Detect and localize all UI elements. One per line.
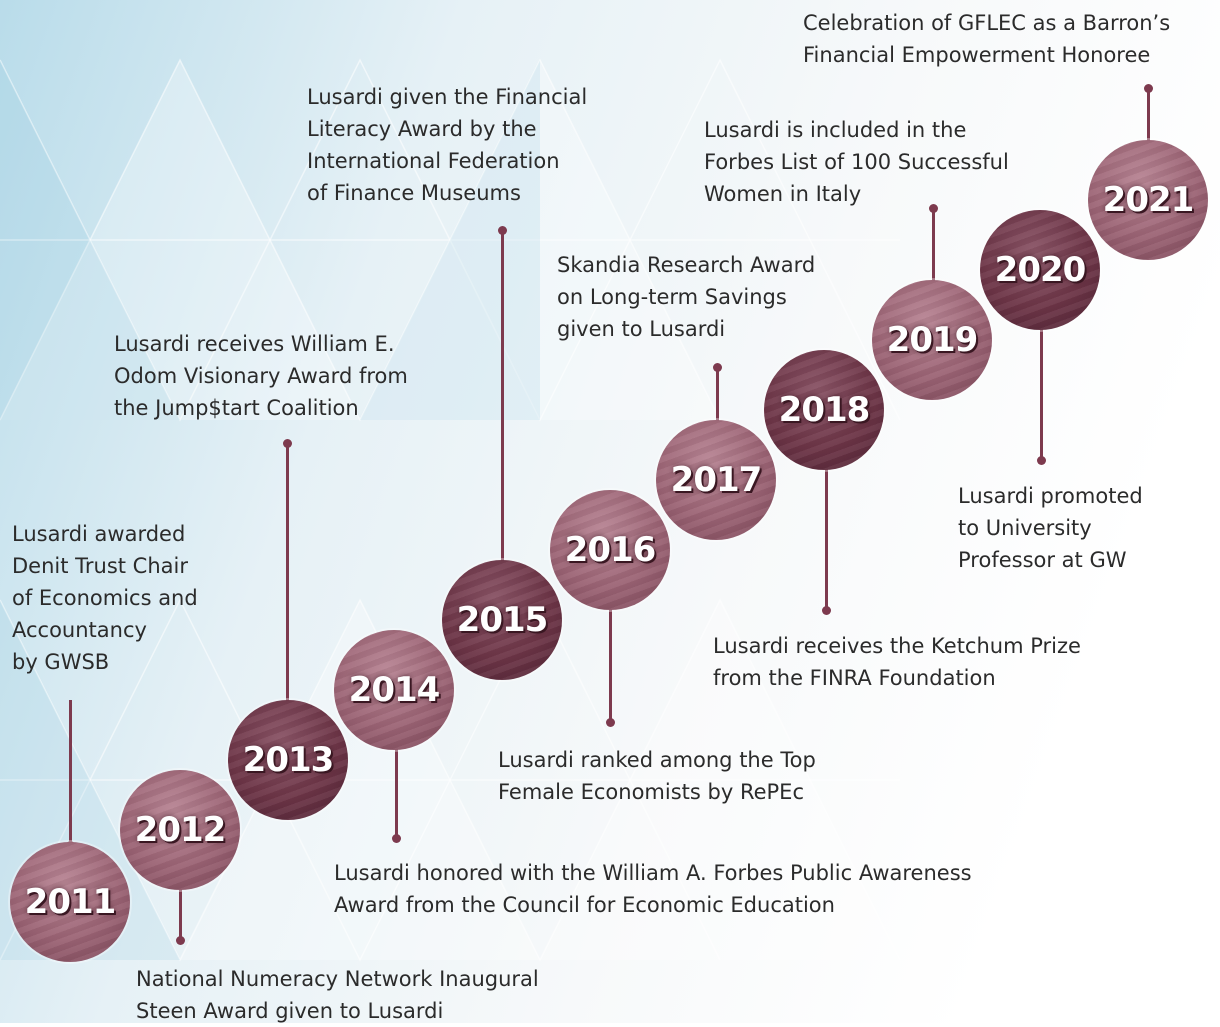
connector-line-2019 [931, 208, 935, 285]
year-label-2018: 2018 [778, 390, 871, 430]
connector-dot-2015 [497, 225, 507, 235]
milestone-text-2019: Lusardi is included in the Forbes List o… [704, 118, 1009, 206]
connector-line-2011 [68, 700, 72, 845]
connector-dot-2017 [712, 362, 722, 372]
year-label-2014: 2014 [348, 670, 441, 710]
connector-line-2017 [715, 367, 719, 425]
milestone-text-2017: Skandia Research Award on Long-term Savi… [557, 253, 816, 341]
connector-dot-2014 [391, 833, 401, 843]
milestone-text-2015: Lusardi given the Financial Literacy Awa… [307, 85, 588, 205]
year-circle-2016: 2016 [550, 490, 670, 610]
year-label-2011: 2011 [24, 882, 117, 922]
connector-dot-2018 [821, 605, 831, 615]
connector-dot-2016 [605, 717, 615, 727]
year-circle-2018: 2018 [764, 350, 884, 470]
milestone-text-2013: Lusardi receives William E. Odom Visiona… [114, 332, 408, 420]
milestone-text-2020: Lusardi promoted to University Professor… [958, 484, 1143, 572]
year-circle-2011: 2011 [10, 842, 130, 962]
year-circle-2021: 2021 [1088, 140, 1208, 260]
connector-dot-2021 [1143, 83, 1153, 93]
milestone-text-2014: Lusardi honored with the William A. Forb… [334, 861, 972, 917]
year-circle-2017: 2017 [656, 420, 776, 540]
connector-line-2015 [500, 230, 504, 565]
connector-line-2018 [824, 465, 828, 610]
milestone-text-2021: Celebration of GFLEC as a Barron’s Finan… [803, 11, 1171, 67]
year-label-2015: 2015 [456, 600, 549, 640]
year-label-2013: 2013 [242, 740, 335, 780]
connector-line-2014 [394, 745, 398, 838]
year-label-2021: 2021 [1102, 180, 1195, 220]
connector-dot-2013 [282, 438, 292, 448]
year-circle-2012: 2012 [120, 770, 240, 890]
year-circle-2019: 2019 [872, 280, 992, 400]
year-label-2017: 2017 [670, 460, 763, 500]
connector-line-2016 [608, 605, 612, 722]
connector-line-2020 [1039, 325, 1043, 460]
year-label-2012: 2012 [134, 810, 227, 850]
year-label-2019: 2019 [886, 320, 979, 360]
milestone-text-2018: Lusardi receives the Ketchum Prize from … [713, 634, 1081, 690]
connector-line-2021 [1146, 88, 1150, 145]
milestone-text-2016: Lusardi ranked among the Top Female Econ… [498, 748, 816, 804]
year-label-2020: 2020 [994, 250, 1087, 290]
connector-dot-2012 [175, 935, 185, 945]
year-circle-2020: 2020 [980, 210, 1100, 330]
milestone-text-2011: Lusardi awarded Denit Trust Chair of Eco… [12, 522, 198, 674]
connector-line-2012 [178, 888, 182, 940]
year-circle-2013: 2013 [228, 700, 348, 820]
connector-dot-2019 [928, 203, 938, 213]
milestone-text-2012: National Numeracy Network Inaugural Stee… [136, 967, 539, 1023]
year-label-2016: 2016 [564, 530, 657, 570]
year-circle-2015: 2015 [442, 560, 562, 680]
connector-line-2013 [285, 443, 289, 705]
year-circle-2014: 2014 [334, 630, 454, 750]
connector-dot-2020 [1036, 455, 1046, 465]
